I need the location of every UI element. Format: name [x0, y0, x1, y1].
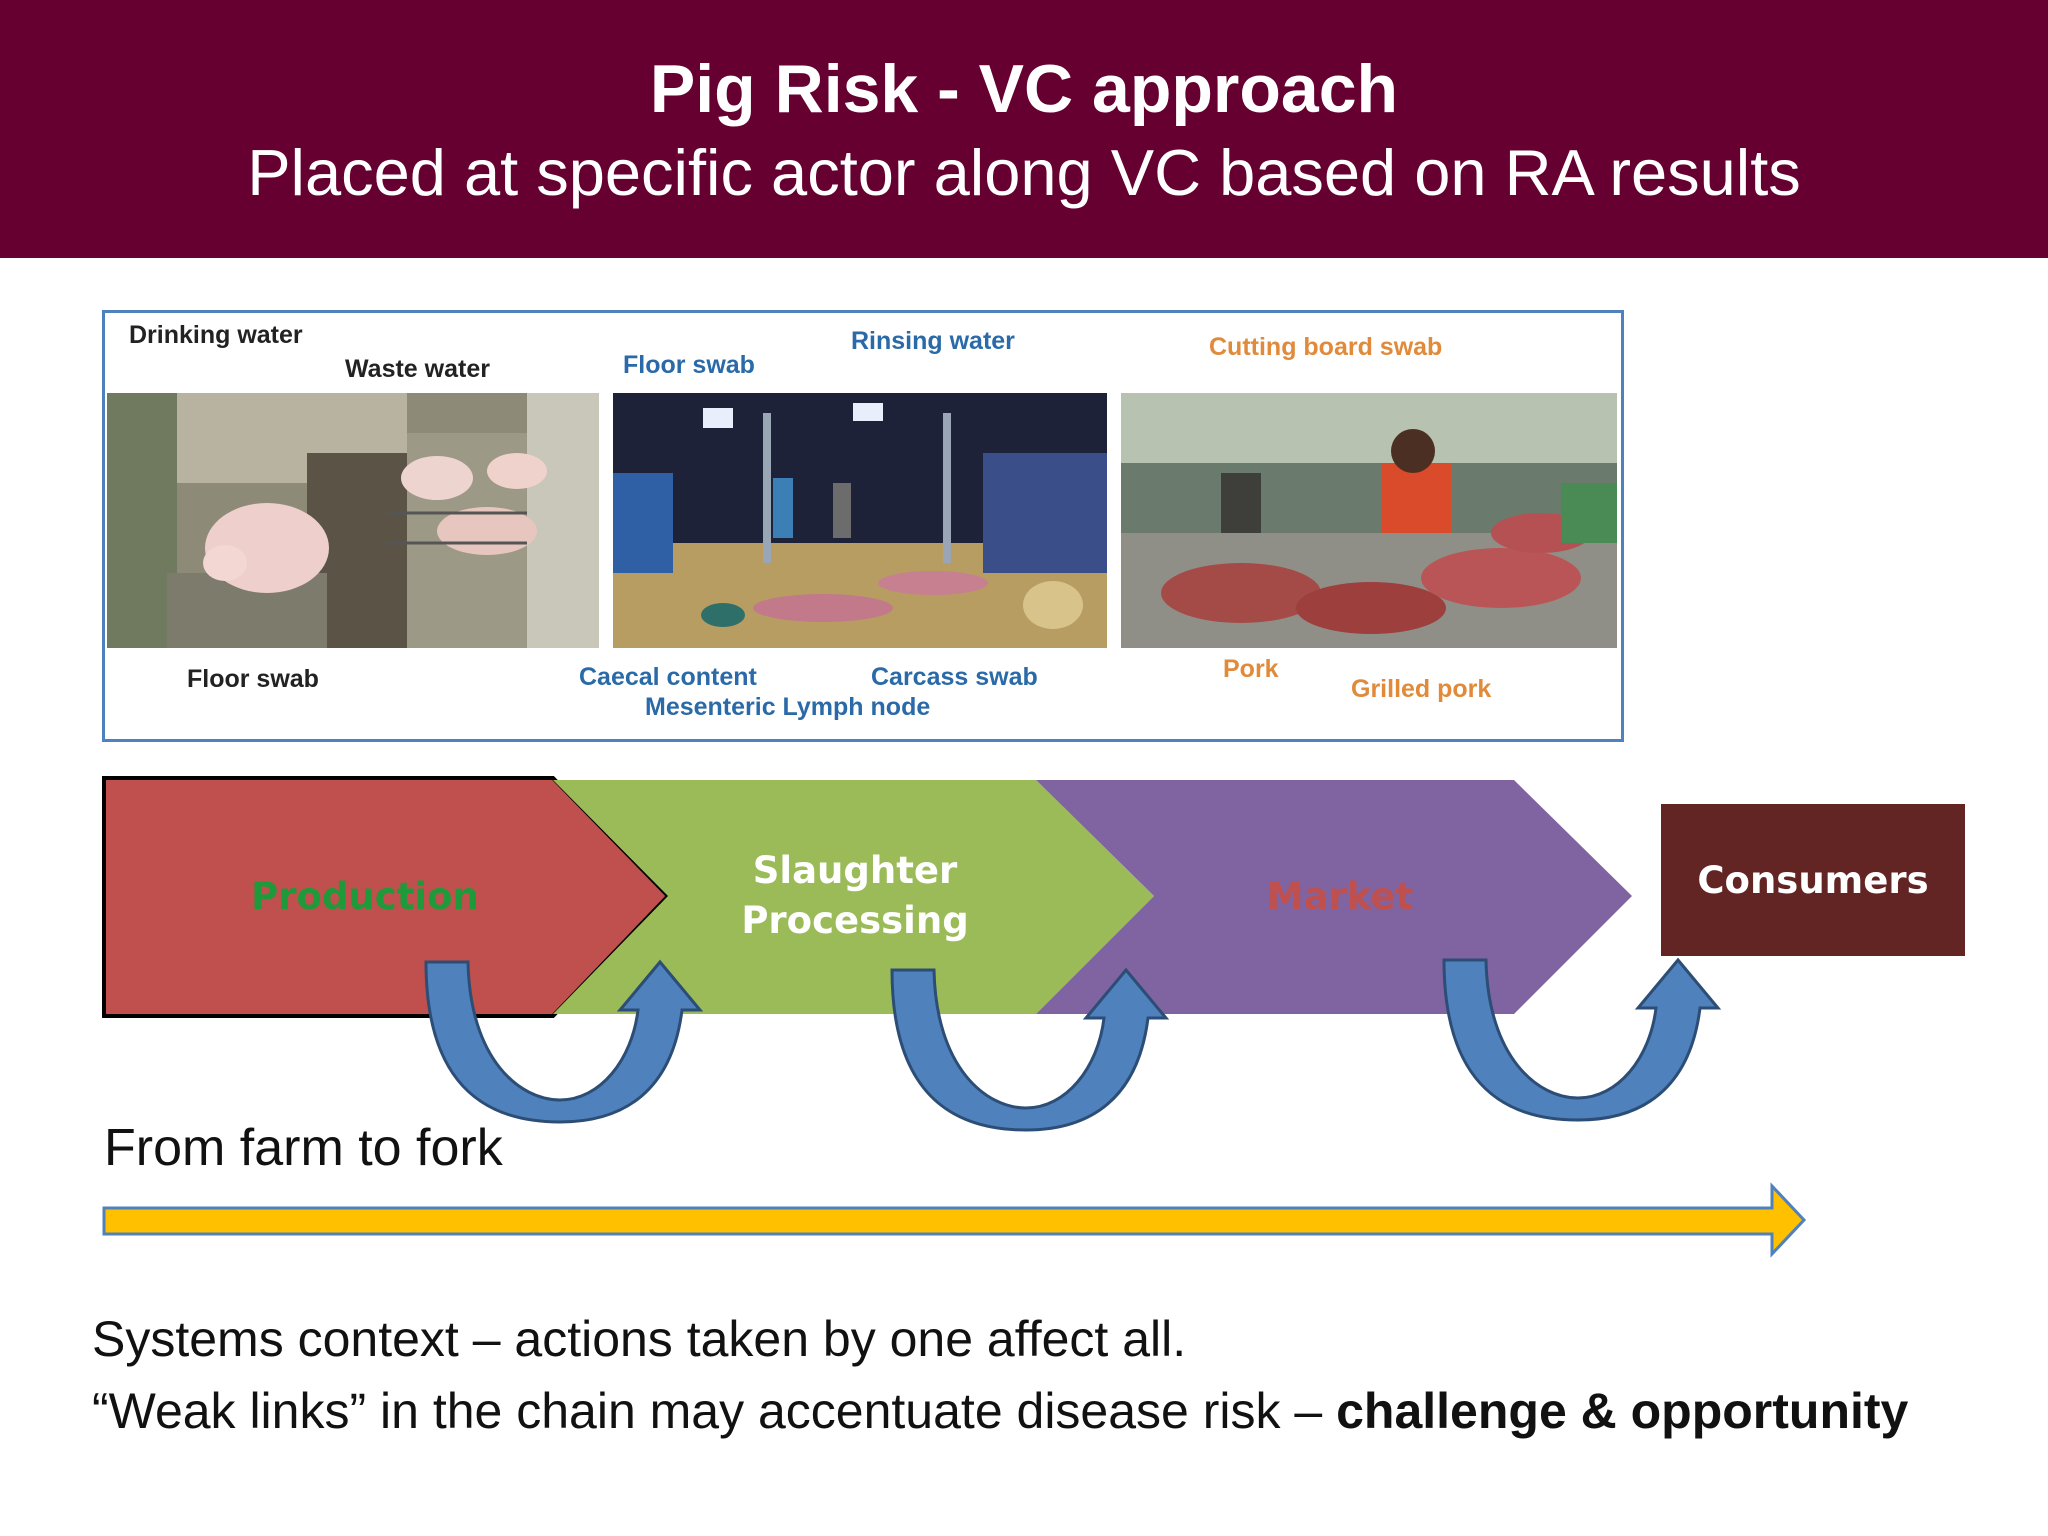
footer-systems-context: Systems context – actions taken by one a… [92, 1311, 1187, 1367]
label-carcass-swab: Carcass swab [871, 663, 1038, 691]
farm-to-fork-arrow [102, 1182, 1807, 1258]
footer-weak-links: “Weak links” in the chain may accentuate… [92, 1383, 1323, 1439]
label-cutting-board-swab: Cutting board swab [1209, 333, 1443, 361]
footer-line-2: “Weak links” in the chain may accentuate… [92, 1382, 1908, 1440]
market-label: Market [1266, 875, 1414, 918]
consumers-stage-shape [1661, 804, 1965, 956]
label-floor-swab-farm: Floor swab [187, 665, 319, 693]
slaughter-label-line1: Slaughter [752, 849, 958, 892]
market-stage-shape [1036, 780, 1632, 1014]
consumers-label: Consumers [1697, 859, 1929, 902]
curved-arrow-1 [424, 959, 704, 1124]
label-drinking-water: Drinking water [129, 321, 303, 349]
farm-pigs-photo [107, 393, 599, 648]
slaughterhouse-photo [613, 393, 1107, 648]
slide-subtitle: Placed at specific actor along VC based … [247, 136, 1801, 209]
slaughter-label-line2: Processing [741, 899, 969, 942]
farm-to-fork-label: From farm to fork [104, 1119, 503, 1177]
label-floor-swab-slaughter: Floor swab [623, 351, 755, 379]
footer-line-1: Systems context – actions taken by one a… [92, 1310, 1186, 1368]
label-waste-water: Waste water [345, 355, 490, 383]
sampling-photo-panel: Drinking water Waste water Floor swab Ri… [102, 310, 1624, 742]
slide-title: Pig Risk - VC approach [649, 51, 1399, 127]
curved-arrow-2 [890, 967, 1170, 1132]
slaughter-stage-shape [553, 780, 1154, 1014]
curved-arrow-3 [1442, 957, 1722, 1122]
production-label: Production [251, 875, 479, 918]
label-rinsing-water: Rinsing water [851, 327, 1015, 355]
label-pork: Pork [1223, 655, 1279, 683]
label-mesenteric-lymph-node: Mesenteric Lymph node [645, 693, 931, 721]
footer-challenge-opportunity: challenge & opportunity [1336, 1383, 1909, 1439]
market-photo [1121, 393, 1617, 648]
title-banner: Pig Risk - VC approach Placed at specifi… [0, 0, 2048, 258]
label-caecal-content: Caecal content [579, 663, 757, 691]
label-grilled-pork: Grilled pork [1351, 675, 1492, 703]
